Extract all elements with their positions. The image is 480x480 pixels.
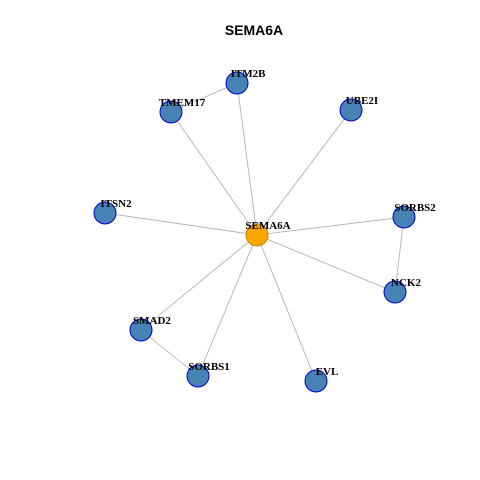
edge-sema6a-evl — [256, 234, 317, 382]
node-label-nck2: NCK2 — [391, 277, 421, 289]
edge-sema6a-sorbs1 — [197, 234, 258, 377]
edge-sema6a-nck2 — [256, 234, 396, 293]
node-evl[interactable] — [304, 369, 328, 393]
node-sorbs1[interactable] — [186, 364, 210, 388]
node-tmem17[interactable] — [159, 100, 183, 124]
node-label-sorbs1: SORBS1 — [188, 361, 230, 373]
edge-sema6a-itsn2 — [104, 212, 258, 236]
edge-sema6a-ube2i — [256, 109, 352, 236]
edge-tmem17-itm2b — [170, 82, 238, 113]
edge-sema6a-smad2 — [140, 234, 258, 331]
node-itm2b[interactable] — [225, 71, 249, 95]
nodes-layer — [93, 71, 416, 393]
edge-sema6a-itm2b — [236, 82, 258, 236]
node-sorbs2[interactable] — [392, 205, 416, 229]
node-nck2[interactable] — [383, 280, 407, 304]
edge-sorbs2-nck2 — [394, 216, 405, 293]
node-label-tmem17: TMEM17 — [159, 97, 206, 109]
node-label-ube2i: UBE2I — [346, 95, 378, 107]
node-label-smad2: SMAD2 — [133, 315, 171, 327]
diagram-title: SEMA6A — [225, 22, 283, 38]
node-label-itm2b: ITM2B — [231, 68, 267, 80]
node-label-itsn2: ITSN2 — [100, 198, 132, 210]
edge-smad2-sorbs1 — [140, 329, 199, 377]
labels-layer: SEMA6A ITM2B TMEM17 UBE2I ITSN2 SORBS2NCK2SMA… — [100, 68, 436, 378]
node-smad2[interactable] — [129, 318, 153, 342]
node-sema6a[interactable] — [245, 223, 269, 247]
edge-sema6a-tmem17 — [170, 111, 258, 236]
node-label-sorbs2: SORBS2 — [394, 202, 436, 214]
node-ube2i[interactable] — [339, 98, 363, 122]
edges-layer — [104, 82, 405, 382]
node-label-evl: EVL — [316, 366, 339, 378]
node-label-sema6a: SEMA6A — [245, 220, 290, 232]
node-itsn2[interactable] — [93, 201, 117, 225]
edge-sema6a-sorbs2 — [256, 216, 405, 236]
